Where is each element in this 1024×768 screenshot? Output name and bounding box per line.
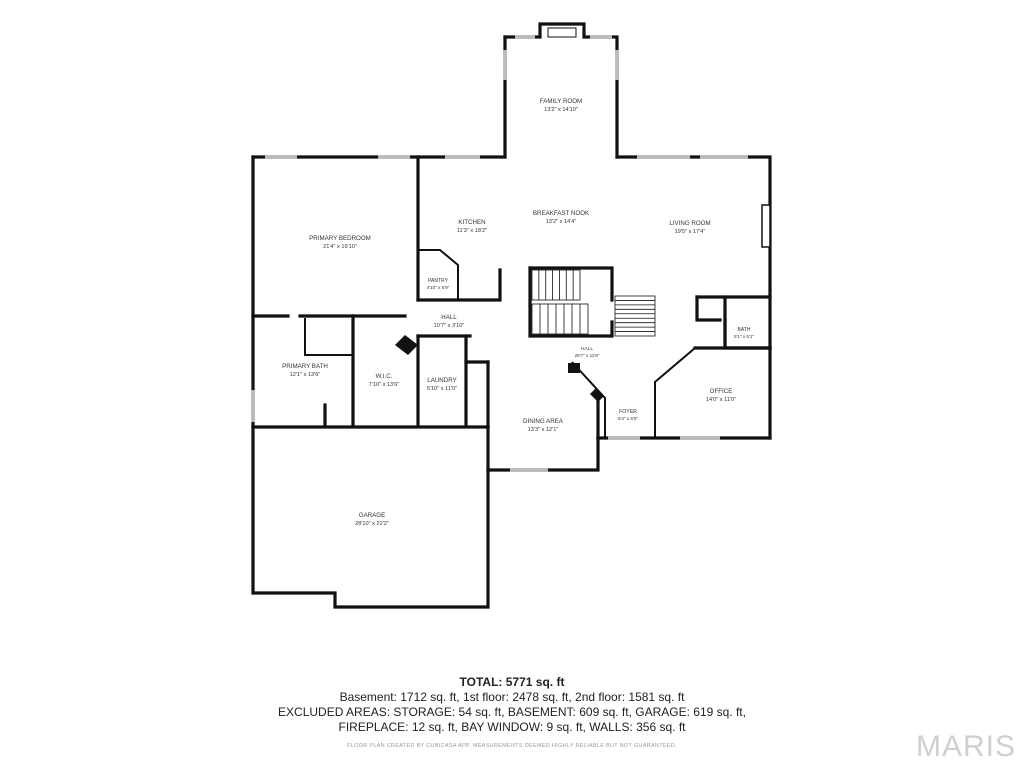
svg-text:PRIMARY BEDROOM: PRIMARY BEDROOM <box>309 235 371 242</box>
room-label-living-room: LIVING ROOM 19'5" x 17'4" <box>669 220 710 235</box>
svg-text:14'0" x 11'0": 14'0" x 11'0" <box>706 397 736 403</box>
svg-text:11'3" x 18'2": 11'3" x 18'2" <box>457 228 487 234</box>
svg-text:25'7" x 11'8": 25'7" x 11'8" <box>575 353 600 358</box>
room-label-kitchen: KITCHEN 11'3" x 18'2" <box>457 219 487 234</box>
svg-text:PANTRY: PANTRY <box>428 278 448 284</box>
svg-text:LIVING ROOM: LIVING ROOM <box>669 220 710 227</box>
svg-text:5'10" x 11'0": 5'10" x 11'0" <box>427 386 457 392</box>
svg-text:OFFICE: OFFICE <box>710 388 733 395</box>
interior-walls <box>251 155 772 440</box>
total-area: TOTAL: 5771 sq. ft <box>459 675 565 689</box>
room-label-foyer: FOYER 6'4" x 6'0" <box>618 409 638 421</box>
room-label-family-room: FAMILY ROOM 13'2" x 14'10" <box>540 98 582 113</box>
svg-text:BATH: BATH <box>738 327 751 333</box>
floor-areas-line: Basement: 1712 sq. ft, 1st floor: 2478 s… <box>339 690 685 704</box>
svg-text:4'10" x 5'9": 4'10" x 5'9" <box>427 285 450 290</box>
floor-plan: FAMILY ROOM 13'2" x 14'10" BREAKFAST NOO… <box>251 22 772 609</box>
svg-text:BREAKFAST NOOK: BREAKFAST NOOK <box>533 210 590 217</box>
disclaimer: FLOOR PLAN CREATED BY CUBICASA APP. MEAS… <box>347 743 677 749</box>
svg-text:10'7" x 3'10": 10'7" x 3'10" <box>434 323 465 329</box>
svg-text:7'10" x 13'6": 7'10" x 13'6" <box>369 382 400 388</box>
room-label-dining-area: DINING AREA 13'3" x 12'1" <box>523 418 564 433</box>
svg-text:13'2" x 14'10": 13'2" x 14'10" <box>544 107 578 113</box>
svg-text:GARAGE: GARAGE <box>359 512 385 519</box>
room-label-laundry: LAUNDRY 5'10" x 11'0" <box>427 377 457 392</box>
svg-text:6'4" x 6'0": 6'4" x 6'0" <box>618 416 638 421</box>
svg-text:HALL: HALL <box>441 314 457 321</box>
family-fireplace <box>547 27 577 38</box>
excluded-areas-line: EXCLUDED AREAS: STORAGE: 54 sq. ft, BASE… <box>278 705 746 719</box>
room-label-garage: GARAGE 28'10" x 22'2" <box>355 512 389 527</box>
svg-text:KITCHEN: KITCHEN <box>458 219 485 226</box>
room-label-bath: BATH 5'1" x 6'1" <box>734 327 754 339</box>
staircase <box>531 269 656 337</box>
svg-text:28'10" x 22'2": 28'10" x 22'2" <box>355 521 389 527</box>
svg-text:FOYER: FOYER <box>619 409 637 415</box>
room-label-primary-bath: PRIMARY BATH 12'1" x 13'6" <box>282 363 328 378</box>
svg-text:LAUNDRY: LAUNDRY <box>427 377 456 384</box>
room-label-wic: W.I.C. 7'10" x 13'6" <box>369 373 400 388</box>
svg-text:PRIMARY BATH: PRIMARY BATH <box>282 363 328 370</box>
svg-text:19'5" x 17'4": 19'5" x 17'4" <box>675 229 706 235</box>
svg-text:5'1" x 6'1": 5'1" x 6'1" <box>734 334 754 339</box>
room-label-primary-bedroom: PRIMARY BEDROOM 21'4" x 19'10" <box>309 235 371 250</box>
svg-text:13'3" x 12'1": 13'3" x 12'1" <box>528 427 559 433</box>
svg-text:HALL: HALL <box>581 346 593 352</box>
excluded-areas-line-2: FIREPLACE: 12 sq. ft, BAY WINDOW: 9 sq. … <box>338 720 686 734</box>
svg-text:21'4" x 19'10": 21'4" x 19'10" <box>323 244 357 250</box>
room-label-breakfast-nook: BREAKFAST NOOK 13'2" x 14'4" <box>533 210 590 225</box>
svg-text:W.I.C.: W.I.C. <box>376 373 393 380</box>
svg-text:FAMILY ROOM: FAMILY ROOM <box>540 98 582 105</box>
room-label-hall-small: HALL 10'7" x 3'10" <box>434 314 465 329</box>
windows <box>251 35 748 472</box>
brand-watermark: MARIS <box>915 730 1016 763</box>
room-label-pantry: PANTRY 4'10" x 5'9" <box>427 278 450 290</box>
fireplace <box>761 204 771 248</box>
room-label-hall-main: HALL 25'7" x 11'8" <box>575 346 600 358</box>
svg-text:DINING AREA: DINING AREA <box>523 418 564 425</box>
svg-text:12'1" x 13'6": 12'1" x 13'6" <box>290 372 321 378</box>
svg-text:13'2" x 14'4": 13'2" x 14'4" <box>546 219 577 225</box>
room-label-office: OFFICE 14'0" x 11'0" <box>706 388 736 403</box>
